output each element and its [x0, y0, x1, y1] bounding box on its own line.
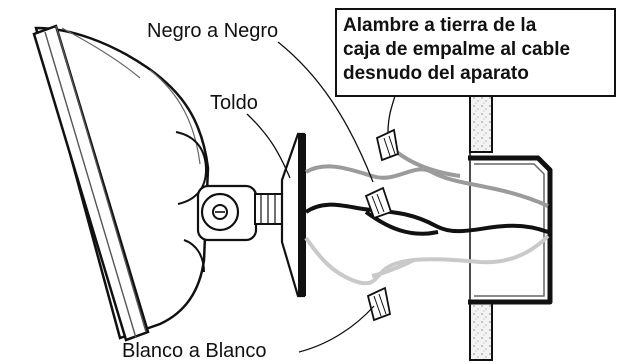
white-wire — [304, 234, 550, 286]
wire-nut-black — [364, 186, 393, 220]
canopy — [280, 132, 306, 298]
black-wire-label: Negro a Negro — [147, 20, 279, 42]
wire-nut-white — [366, 286, 392, 322]
callout-line-3: desnudo del aparato — [343, 63, 529, 84]
callout-line-1: Alambre a tierra de la — [343, 15, 537, 36]
ground-wire — [304, 140, 549, 208]
fixture-housing — [32, 24, 210, 342]
white-wire-label: Blanco a Blanco — [122, 340, 267, 362]
ground-wire-callout: Alambre a tierra de la caja de empalme a… — [335, 8, 616, 97]
canopy-label: Toldo — [210, 92, 258, 114]
swivel-mount — [196, 184, 284, 242]
black-wire — [304, 202, 549, 236]
junction-box — [468, 155, 553, 305]
wire-nut-ground — [375, 128, 400, 162]
callout-line-2: caja de empalme al cable — [343, 39, 571, 60]
leader-lines — [246, 41, 396, 353]
